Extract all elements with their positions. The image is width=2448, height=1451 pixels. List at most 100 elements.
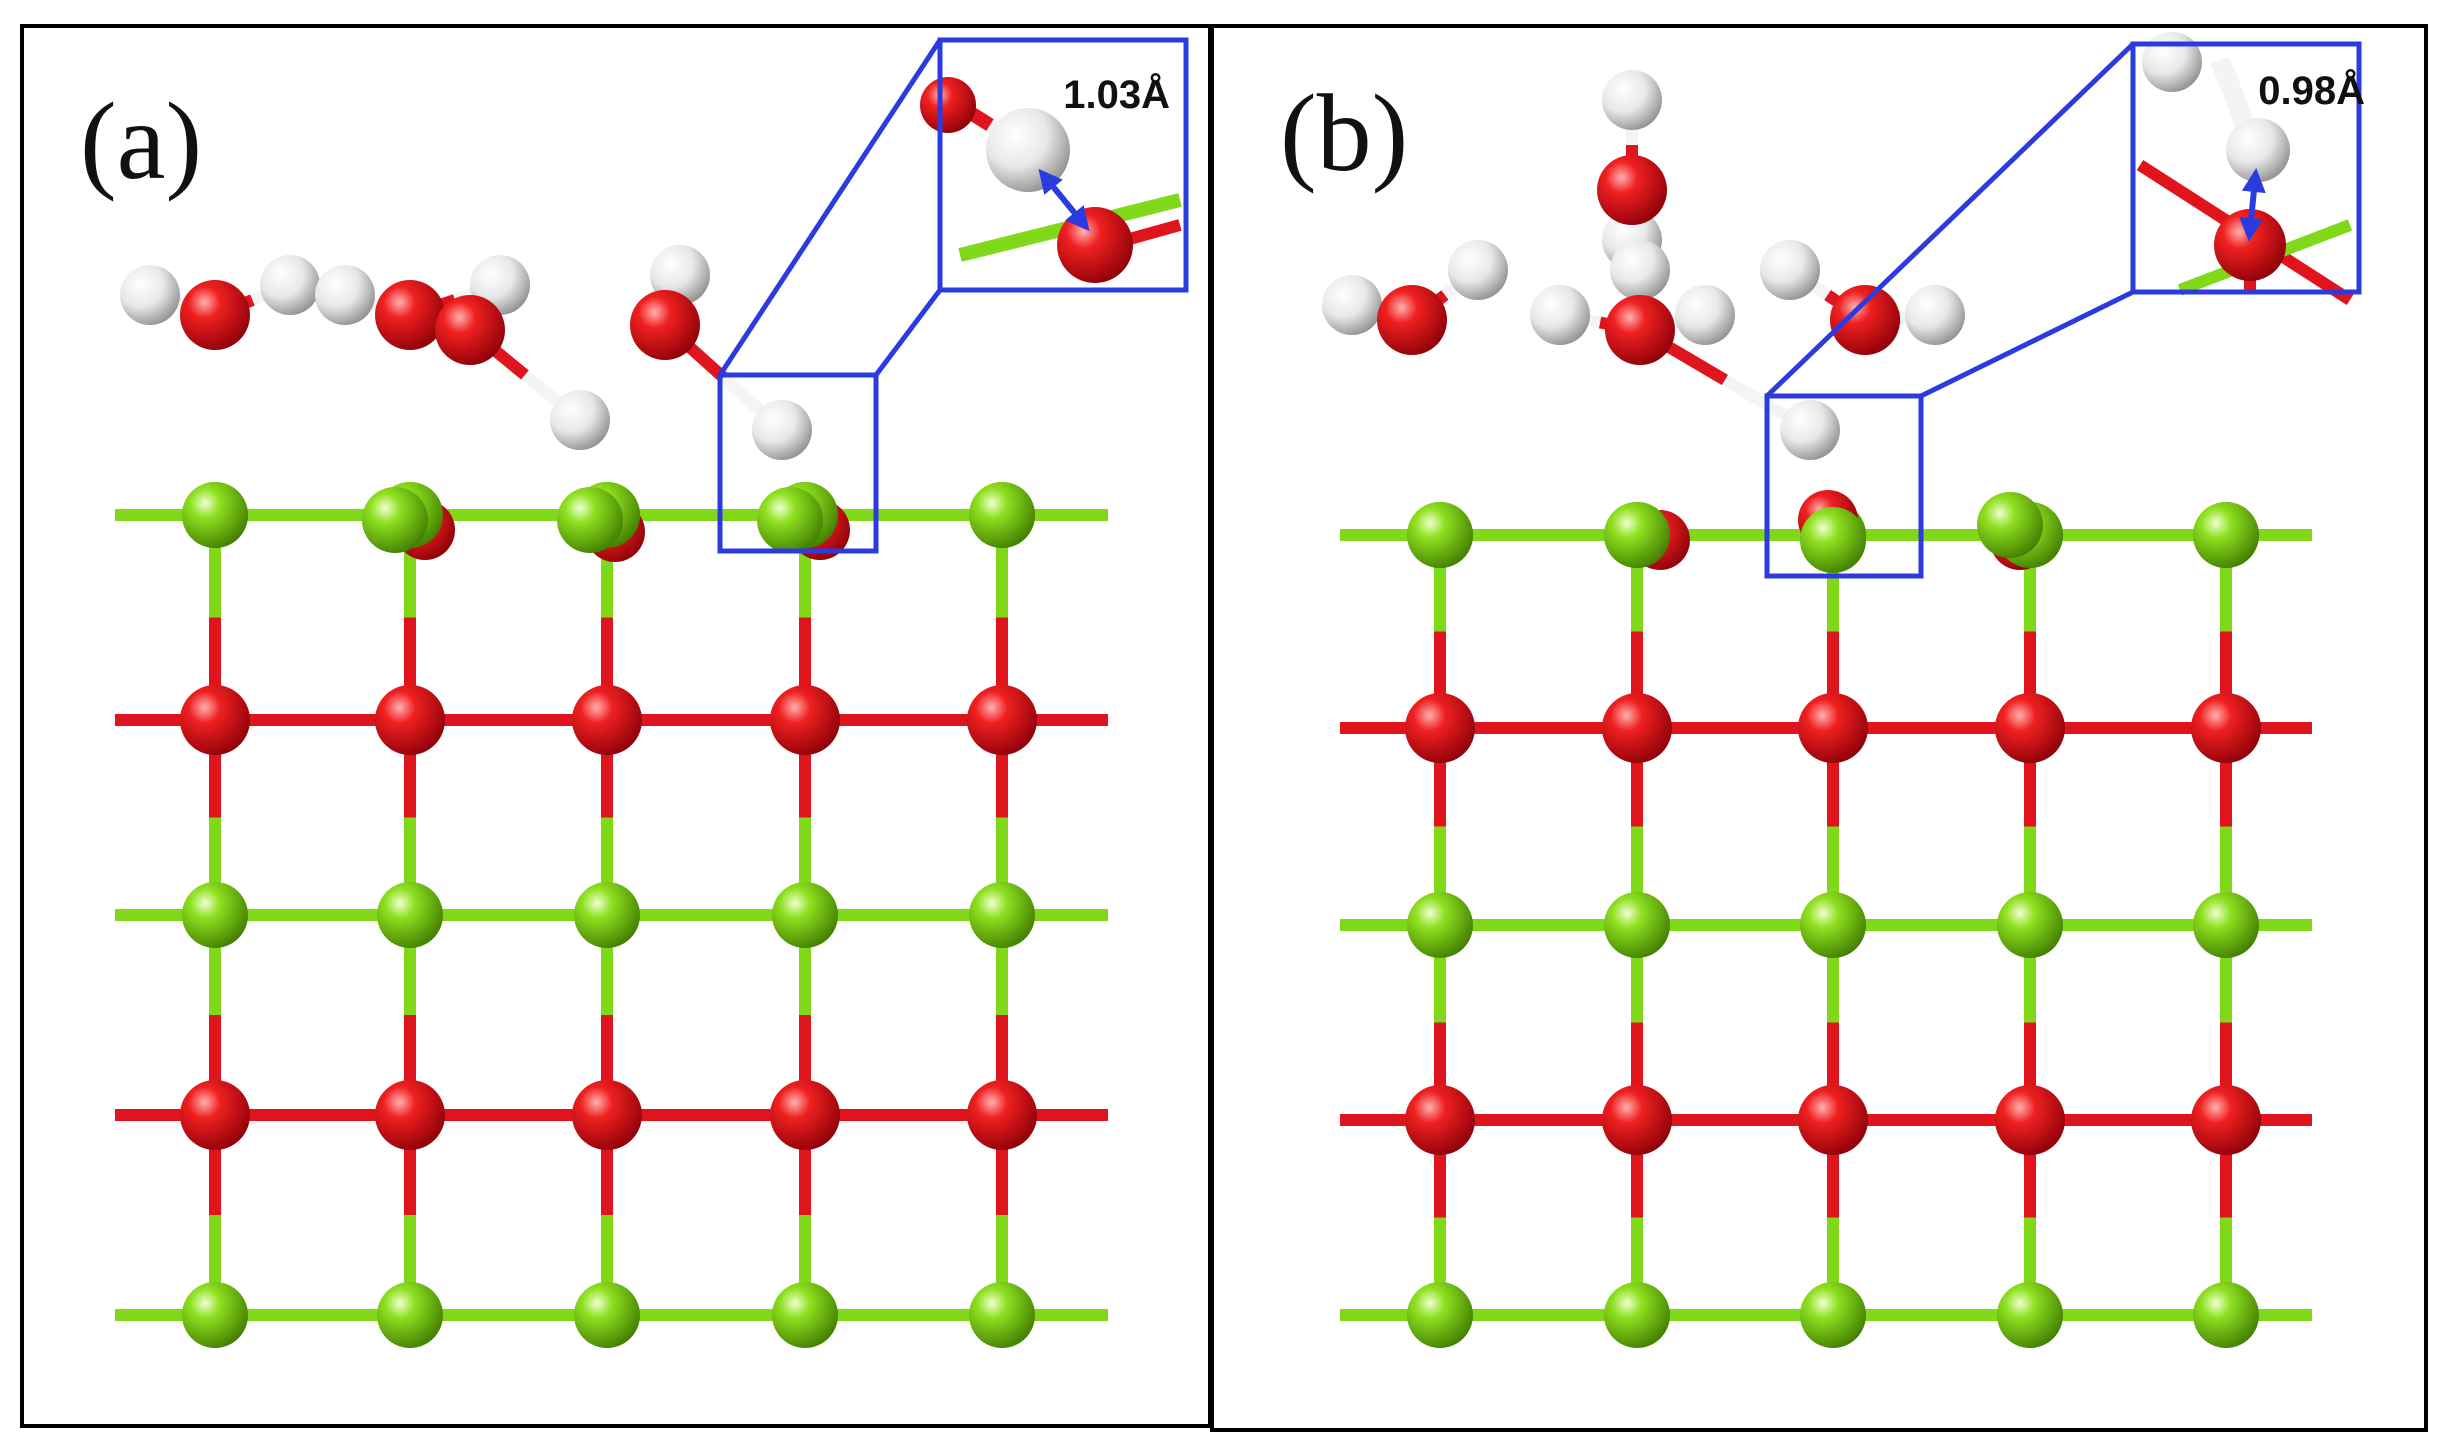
magnesium-atom [772, 882, 838, 948]
hydrogen-atom [1610, 240, 1670, 300]
hydrogen-atom [120, 265, 180, 325]
magnesium-atom [1407, 892, 1473, 958]
hydrogen-atom [2226, 118, 2290, 182]
panel-b-highlight-box [1764, 393, 1924, 579]
oxygen-atom [1377, 285, 1447, 355]
magnesium-atom [772, 1282, 838, 1348]
magnesium-atom [574, 882, 640, 948]
magnesium-atom [557, 487, 623, 553]
panel-a-highlight-box [717, 372, 879, 554]
panel-b-zoom-callout [1764, 42, 2135, 579]
oxygen-atom [1995, 1085, 2065, 1155]
magnesium-atom [574, 1282, 640, 1348]
magnesium-atom [1997, 892, 2063, 958]
oxygen-atom [920, 77, 976, 133]
panel-b-frame [1210, 24, 2428, 1432]
panel-a-inset: 1.03Å [920, 37, 1189, 293]
oxygen-atom [572, 1080, 642, 1150]
oxygen-atom [180, 685, 250, 755]
magnesium-atom [1604, 502, 1670, 568]
panel-b-label: (b) [1280, 72, 1408, 194]
oxygen-atom [1995, 693, 2065, 763]
oxygen-atom [1405, 693, 1475, 763]
magnesium-atom [1997, 1282, 2063, 1348]
magnesium-atom [757, 487, 823, 553]
oxygen-atom [1602, 693, 1672, 763]
magnesium-atom [969, 482, 1035, 548]
panel-a-zoom-line-upper [717, 38, 943, 377]
oxygen-atom [967, 685, 1037, 755]
hydrogen-atom [1760, 240, 1820, 300]
hydrogen-atom [315, 265, 375, 325]
oxygen-atom [375, 1080, 445, 1150]
magnesium-atom [182, 482, 248, 548]
oxygen-atom [2214, 209, 2286, 281]
hydrogen-atom [1905, 285, 1965, 345]
oxygen-atom [572, 685, 642, 755]
double-headed-arrow-icon [2239, 168, 2266, 242]
magnesium-atom [969, 882, 1035, 948]
oxygen-atom [770, 1080, 840, 1150]
hydrogen-atom [1675, 285, 1735, 345]
panel-a-slab [115, 482, 1108, 1348]
magnesium-atom [1604, 892, 1670, 958]
oxygen-atom [180, 280, 250, 350]
oxygen-atom [1405, 1085, 1475, 1155]
hydrogen-atom [1448, 240, 1508, 300]
magnesium-atom [2193, 502, 2259, 568]
oxygen-atom [375, 685, 445, 755]
magnesium-atom [1407, 502, 1473, 568]
hydrogen-atom [1602, 70, 1662, 130]
panel-a-label: (a) [80, 80, 202, 202]
magnesium-atom [1977, 492, 2043, 558]
magnesium-atom [1800, 1282, 1866, 1348]
oxygen-atom [1605, 295, 1675, 365]
panel-b-inset: 0.98Å [2130, 32, 2365, 306]
oxygen-atom [1798, 1085, 1868, 1155]
panel-a-bond-length: 1.03Å [1063, 72, 1170, 117]
hydrogen-atom [2142, 32, 2202, 92]
magnesium-atom [969, 1282, 1035, 1348]
oxygen-atom [2191, 1085, 2261, 1155]
panel-b-water-molecules [1322, 70, 1965, 460]
hydrogen-atom [260, 255, 320, 315]
magnesium-atom [362, 487, 428, 553]
hydrogen-atom [1322, 275, 1382, 335]
magnesium-atom [2193, 1282, 2259, 1348]
oxygen-atom [180, 1080, 250, 1150]
oxygen-atom [1830, 285, 1900, 355]
hydrogen-atom [1780, 400, 1840, 460]
panel-b-slab [1340, 490, 2312, 1348]
oxygen-atom [2191, 693, 2261, 763]
oxygen-atom [1798, 693, 1868, 763]
oxygen-atom [375, 280, 445, 350]
panel-b-bond-length: 0.98Å [2258, 68, 2365, 113]
panel-b-zoom-line-upper [1765, 42, 2135, 398]
magnesium-atom [182, 882, 248, 948]
hydrogen-atom [752, 400, 812, 460]
magnesium-atom [1604, 1282, 1670, 1348]
magnesium-atom [1800, 892, 1866, 958]
magnesium-atom [377, 882, 443, 948]
double-headed-arrow-icon [1038, 168, 1090, 232]
oxygen-atom [630, 290, 700, 360]
bond [2210, 56, 2247, 109]
magnesium-atom [377, 1282, 443, 1348]
magnesium-atom [2193, 892, 2259, 958]
panel-a-zoom-line-lower [874, 288, 942, 377]
oxygen-atom [770, 685, 840, 755]
oxygen-atom [967, 1080, 1037, 1150]
panel-a-water-molecules [120, 245, 812, 460]
oxygen-atom [1057, 207, 1133, 283]
oxygen-atom [1602, 1085, 1672, 1155]
panel-b-zoom-line-lower [1919, 289, 2135, 399]
hydrogen-atom [1530, 285, 1590, 345]
panel-a-zoom-callout [717, 38, 943, 554]
magnesium-atom [1407, 1282, 1473, 1348]
hydrogen-atom [550, 390, 610, 450]
magnesium-atom [182, 1282, 248, 1348]
magnesium-atom [1800, 507, 1866, 573]
oxygen-atom [435, 295, 505, 365]
hydrogen-atom [986, 108, 1070, 192]
